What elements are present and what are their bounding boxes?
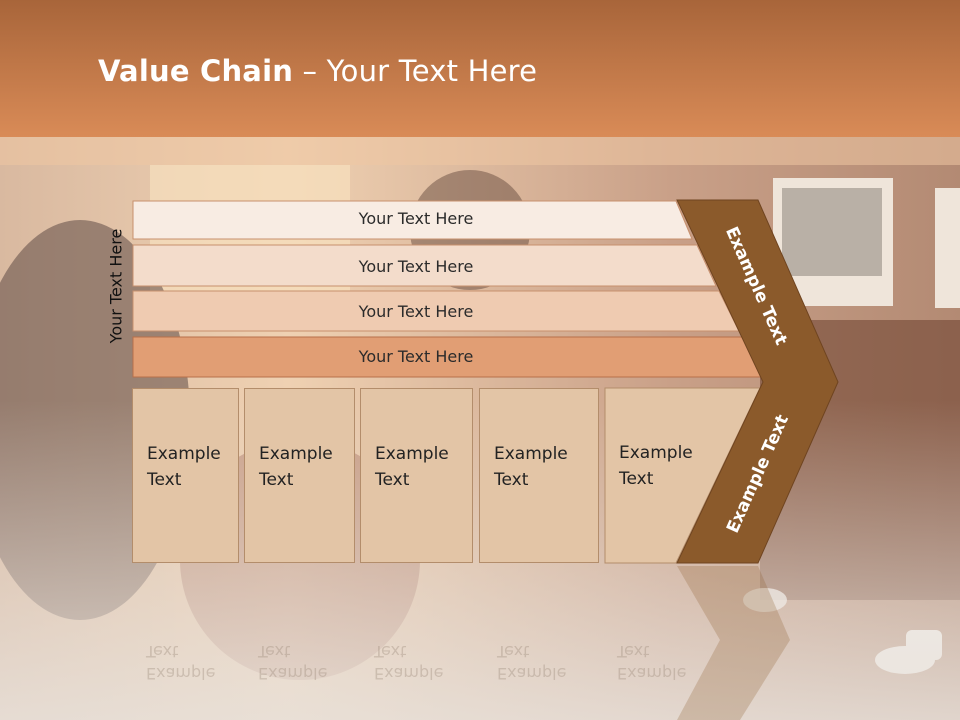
box-5-shape xyxy=(604,387,761,564)
bar-1 xyxy=(132,200,693,240)
value-chevron xyxy=(676,199,839,564)
title-rest: – Your Text Here xyxy=(293,54,538,88)
box-2-reflection-line-2: Text xyxy=(258,642,291,661)
box-4: Example Text xyxy=(479,388,599,563)
box-5-line-1: Example xyxy=(619,443,693,463)
box-4-reflection-line-1: Example xyxy=(497,664,567,683)
box-4-reflection-line-2: Text xyxy=(497,642,530,661)
box-2-line-2: Text xyxy=(259,470,294,490)
box-1-reflection-line-2: Text xyxy=(146,642,179,661)
bar-1-label: Your Text Here xyxy=(358,209,474,228)
box-4-line-2: Text xyxy=(494,470,529,490)
box-1-line-1: Example xyxy=(147,444,221,464)
bar-2 xyxy=(132,244,717,287)
bar-3-label: Your Text Here xyxy=(358,302,474,321)
box-2-reflection: Example Text xyxy=(258,640,327,684)
bar-2-label: Your Text Here xyxy=(358,257,474,276)
box-3-reflection-line-1: Example xyxy=(374,664,444,683)
box-4-line-1: Example xyxy=(494,444,568,464)
box-2-reflection-line-1: Example xyxy=(258,664,328,683)
box-5: Example Text xyxy=(605,388,705,563)
box-3: Example Text xyxy=(360,388,473,563)
box-1-reflection-line-1: Example xyxy=(146,664,216,683)
bar-4-label: Your Text Here xyxy=(358,347,474,366)
box-1: Example Text xyxy=(132,388,239,563)
box-3-reflection: Example Text xyxy=(374,640,443,684)
box-5-reflection-line-2: Text xyxy=(617,642,650,661)
box-3-reflection-line-2: Text xyxy=(374,642,407,661)
box-1-line-2: Text xyxy=(147,470,182,490)
box-5-line-2: Text xyxy=(619,469,654,489)
box-3-line-1: Example xyxy=(375,444,449,464)
box-5-reflection-line-1: Example xyxy=(617,664,687,683)
slide-title: Value Chain – Your Text Here xyxy=(98,54,537,88)
box-4-reflection: Example Text xyxy=(497,640,566,684)
box-1-reflection: Example Text xyxy=(146,640,215,684)
box-3-line-2: Text xyxy=(375,470,410,490)
title-bold: Value Chain xyxy=(98,54,294,88)
box-5-reflection: Example Text xyxy=(617,640,686,684)
box-2: Example Text xyxy=(244,388,355,563)
box-2-line-1: Example xyxy=(259,444,333,464)
value-chevron-reflection xyxy=(677,566,790,720)
